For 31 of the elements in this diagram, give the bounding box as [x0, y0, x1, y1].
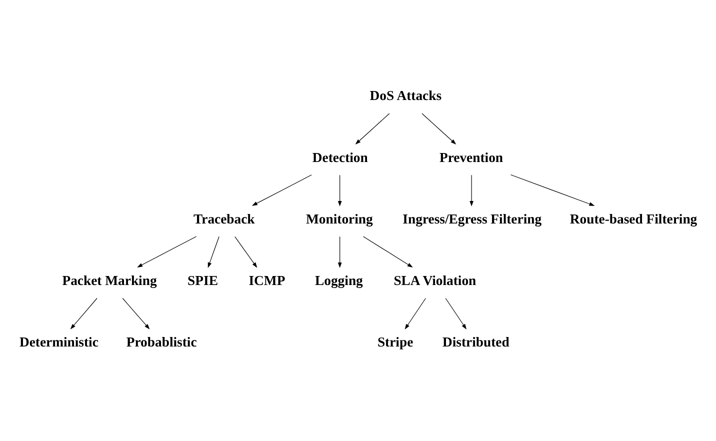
- arrow: [122, 297, 150, 329]
- node-text: Stripe: [377, 334, 414, 350]
- node-text: Distributed: [442, 334, 510, 350]
- node-text: Deterministic: [19, 334, 98, 350]
- arrow: [338, 174, 342, 206]
- arrow: [510, 174, 595, 206]
- node-text: DoS Attacks: [370, 88, 442, 103]
- node-text: Monitoring: [306, 210, 373, 226]
- node-text: Detection: [312, 149, 368, 164]
- node-text: Logging: [315, 272, 363, 288]
- node-text: Packet Marking: [62, 272, 157, 288]
- arrow: [208, 236, 220, 268]
- arrow: [470, 174, 474, 206]
- node-text: Route-based Filtering: [570, 210, 698, 226]
- node-text: Ingress/Egress Filtering: [402, 210, 542, 226]
- arrow: [252, 174, 312, 206]
- arrow: [404, 297, 426, 329]
- arrow: [70, 297, 98, 329]
- node-text: ICMP: [248, 272, 286, 288]
- arrow: [422, 112, 456, 144]
- arrow: [234, 236, 258, 268]
- arrow: [355, 112, 390, 144]
- node-text: SLA Violation: [394, 272, 476, 288]
- node-text: Prevention: [439, 149, 504, 164]
- node-text: Traceback: [194, 210, 255, 226]
- node-text: Probablistic: [126, 334, 197, 350]
- node-text: SPIE: [188, 272, 218, 288]
- arrow: [338, 236, 342, 268]
- arrow: [362, 236, 413, 268]
- arrow: [137, 236, 197, 267]
- arrow: [445, 297, 467, 329]
